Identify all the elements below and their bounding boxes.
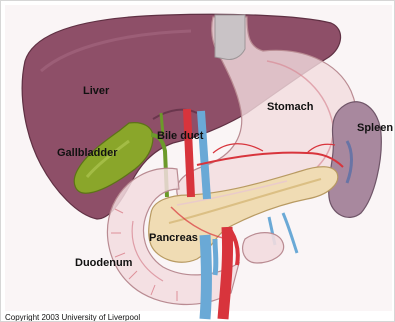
pancreas-label: Pancreas	[149, 233, 198, 244]
copyright-notice: Copyright 2003 University of Liverpool	[5, 314, 140, 322]
spleen-label: Spleen	[357, 123, 393, 134]
liver-label: Liver	[83, 86, 109, 97]
bile-duct-label: Bile duct	[157, 131, 203, 142]
stomach-label: Stomach	[267, 102, 313, 113]
esophagus-shape	[215, 15, 245, 60]
duodenum-label: Duodenum	[75, 258, 132, 269]
gallbladder-label: Gallbladder	[57, 148, 118, 159]
